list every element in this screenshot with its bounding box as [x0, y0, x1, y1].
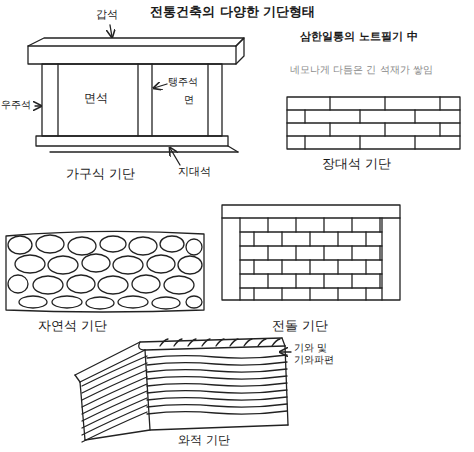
brick-course — [240, 287, 382, 288]
stone-joint — [304, 136, 305, 149]
label: 기와 및 기와파편 — [294, 342, 338, 366]
roof-tile — [244, 339, 252, 346]
brick-joint — [323, 246, 324, 260]
stone-joint — [384, 123, 385, 136]
roof-tile — [216, 339, 224, 346]
stone-joint — [384, 97, 385, 110]
roof-tile — [272, 339, 280, 346]
label: 전돌 기단 — [272, 318, 328, 334]
stone-course — [287, 109, 460, 110]
brick-course — [240, 245, 382, 246]
tile-layer — [147, 397, 287, 400]
tile-layer — [147, 390, 287, 393]
brick-joint — [295, 218, 296, 232]
label: 면 — [184, 94, 194, 106]
brick-joint — [365, 260, 366, 274]
jangdaeseok-foundation — [287, 97, 460, 149]
label: 우주석 — [1, 99, 31, 111]
tile-layer — [147, 369, 287, 372]
stone-course — [287, 122, 460, 123]
brick-joint — [379, 218, 380, 232]
label: 지대석 — [178, 165, 211, 178]
natural-stone-foundation — [6, 231, 204, 312]
label: 탱주석 — [168, 76, 198, 88]
tile-layer — [147, 362, 287, 365]
brick-course — [240, 231, 382, 232]
brick-joint — [295, 246, 296, 260]
brick-joint — [253, 232, 254, 246]
label: 자연석 기단 — [38, 318, 107, 334]
brick-foundation — [222, 205, 400, 300]
label: 와적 기단 — [178, 433, 230, 447]
stone-joint — [359, 110, 360, 123]
tile-layer — [82, 398, 147, 428]
label: 장대석 기단 — [322, 156, 391, 172]
brick-joint — [281, 232, 282, 246]
label: 네모나게 다듬은 긴 석재가 쌓임 — [290, 64, 440, 76]
roof-tile — [202, 339, 210, 346]
brick-joint — [253, 260, 254, 274]
brick-joint — [253, 288, 254, 300]
brick-joint — [309, 288, 310, 300]
brick-joint — [323, 274, 324, 288]
brick-joint — [365, 232, 366, 246]
tile-layer — [147, 383, 287, 386]
title: 전통건축의 다양한 기단형태 — [150, 4, 315, 20]
brick-joint — [295, 274, 296, 288]
roof-tile — [188, 339, 196, 346]
tile-layer — [147, 411, 287, 414]
brick-joint — [323, 218, 324, 232]
roof-tile — [174, 339, 182, 346]
brick-joint — [309, 232, 310, 246]
brick-joint — [281, 260, 282, 274]
label: 삼한일통의 노트필기 中 — [300, 30, 418, 43]
stone-joint — [304, 110, 305, 123]
stone-joint — [329, 123, 330, 136]
brick-joint — [267, 218, 268, 232]
brick-joint — [267, 246, 268, 260]
label: 가구식 기단 — [66, 166, 135, 182]
brick-joint — [309, 260, 310, 274]
brick-joint — [351, 218, 352, 232]
tile-layer — [82, 405, 147, 435]
brick-joint — [337, 232, 338, 246]
label: 면석 — [84, 91, 108, 105]
stone-joint — [439, 123, 440, 136]
brick-course — [240, 273, 382, 274]
brick-joint — [365, 288, 366, 300]
label: 갑석 — [96, 8, 118, 21]
brick-joint — [351, 274, 352, 288]
brick-joint — [267, 274, 268, 288]
tile-layer — [147, 376, 287, 379]
tile-layer — [147, 355, 287, 358]
brick-joint — [281, 288, 282, 300]
gagusik-foundation — [28, 25, 244, 165]
roof-tile — [230, 339, 238, 346]
tile-layer — [82, 412, 147, 442]
stone-joint — [414, 110, 415, 123]
tile-layer — [147, 404, 287, 407]
brick-joint — [379, 274, 380, 288]
brick-joint — [379, 246, 380, 260]
brick-joint — [351, 246, 352, 260]
stone-course — [287, 135, 460, 136]
stone-joint — [414, 136, 415, 149]
brick-joint — [337, 260, 338, 274]
brick-joint — [337, 288, 338, 300]
stone-joint — [329, 97, 330, 110]
brick-course — [240, 259, 382, 260]
roof-tile — [160, 339, 168, 346]
roof-tile — [258, 339, 266, 346]
tile-foundation — [75, 338, 291, 442]
stone-joint — [439, 97, 440, 110]
stone-joint — [359, 136, 360, 149]
